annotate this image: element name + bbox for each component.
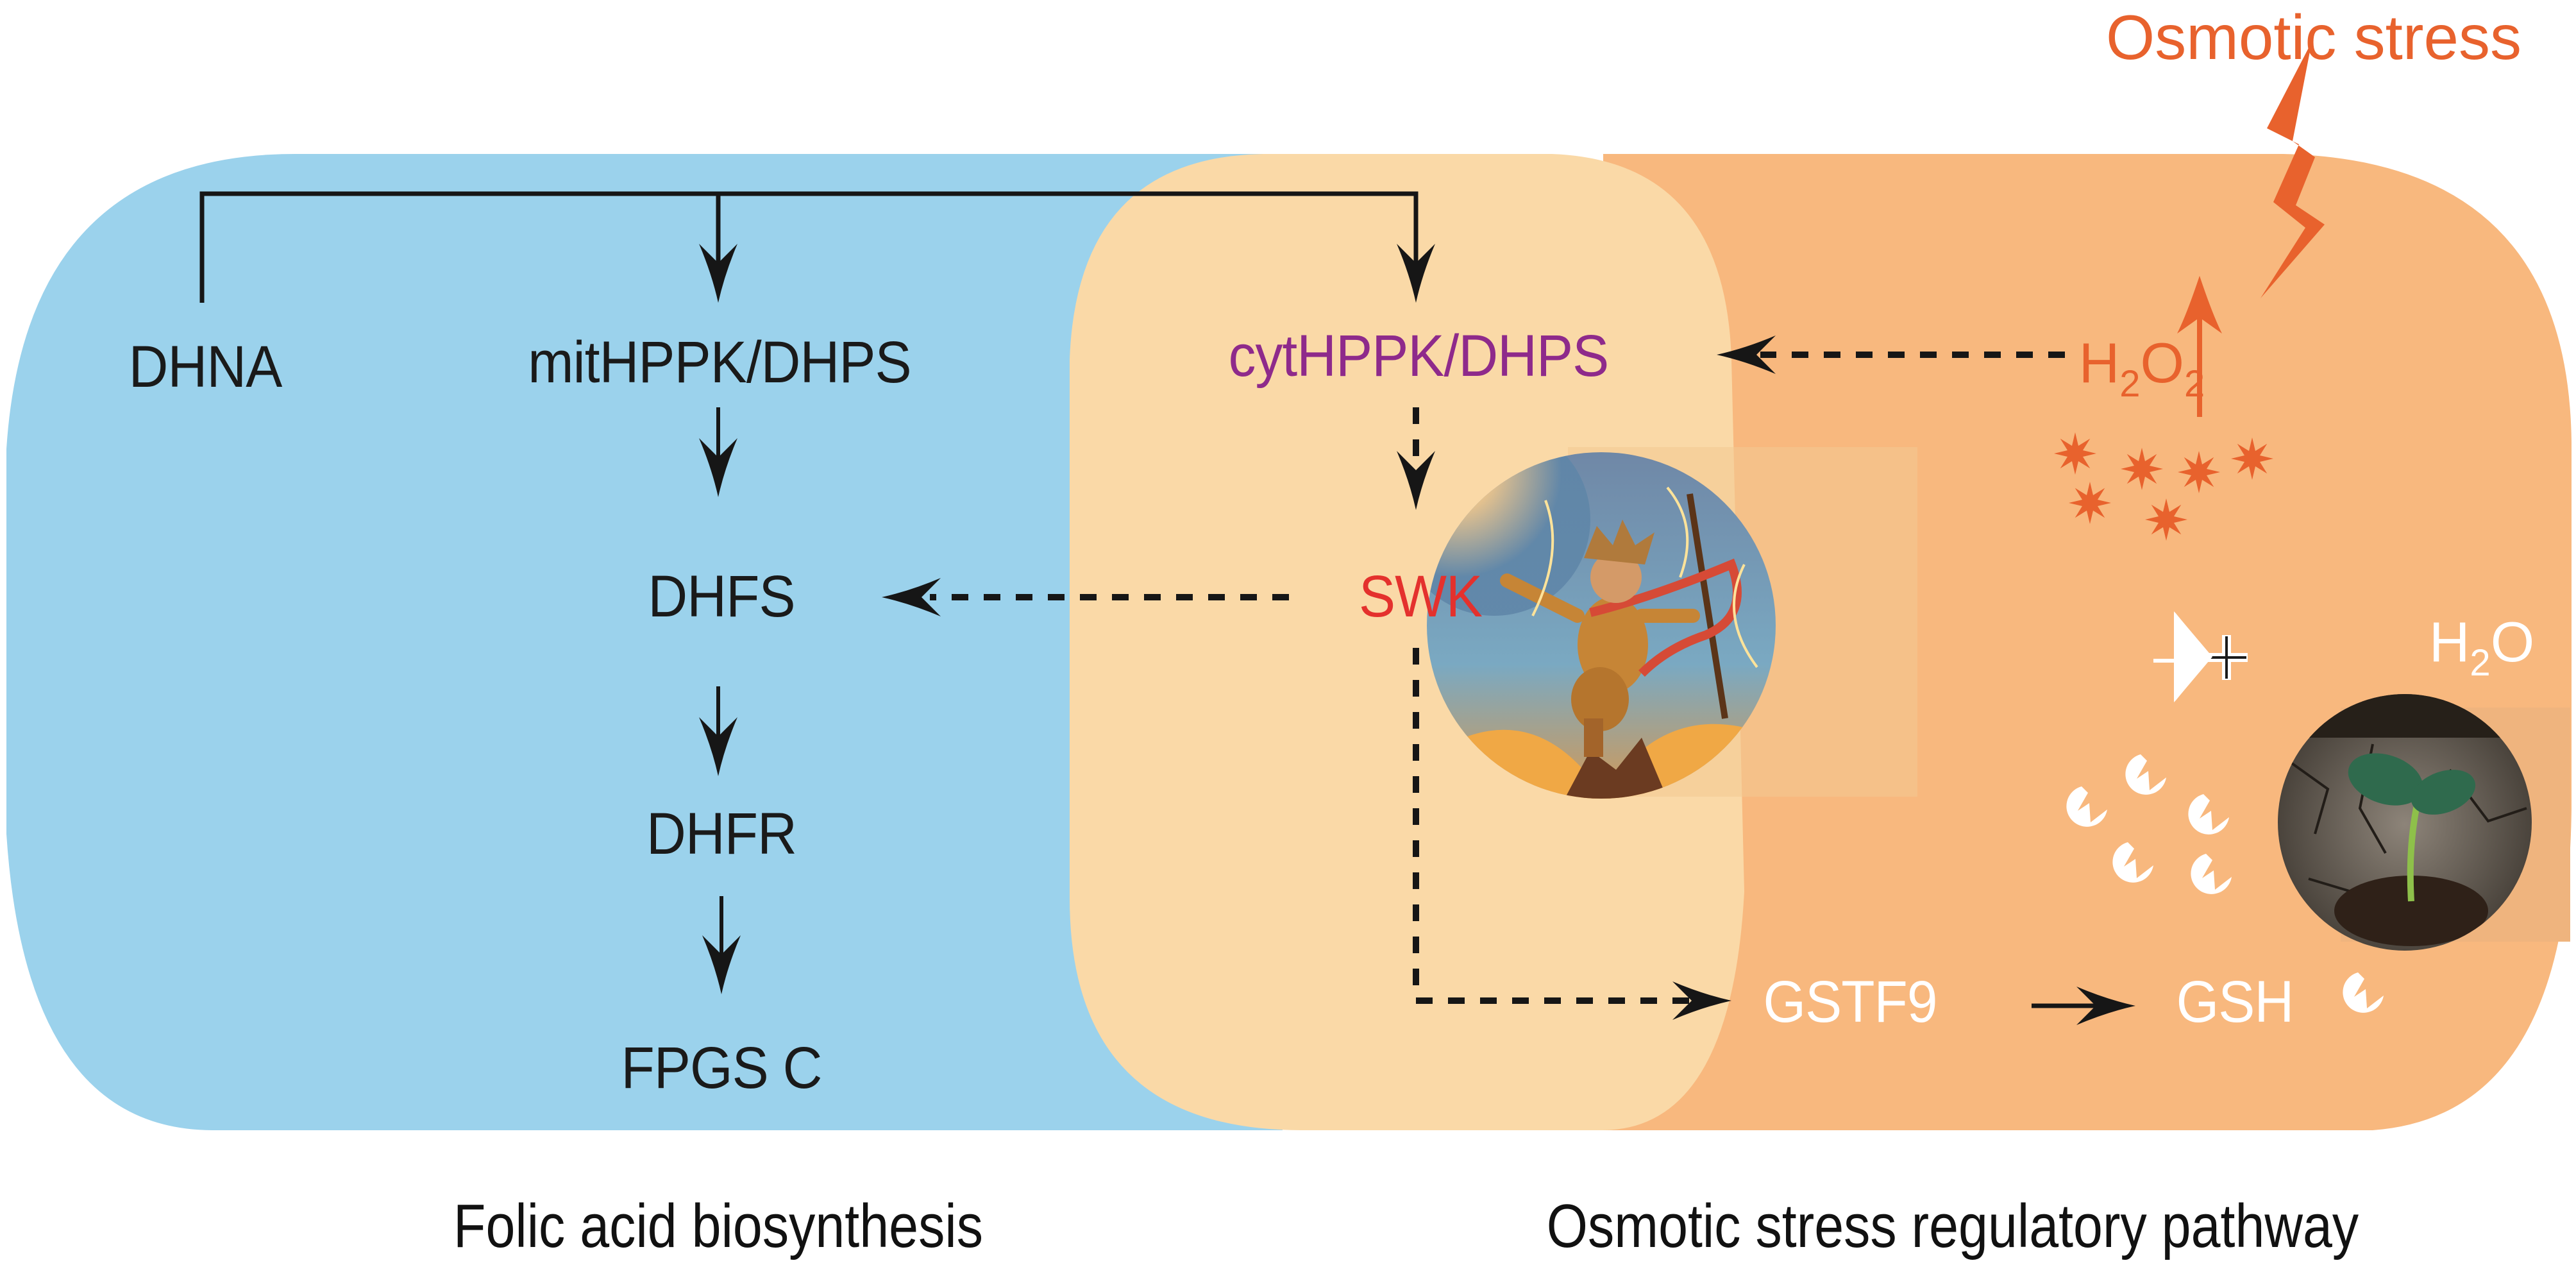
to-h2o-arrow-head-fill [2175, 613, 2211, 701]
caption-folic-acid: Folic acid biosynthesis [410, 1196, 1026, 1257]
h2o-label: H2O [2429, 614, 2534, 682]
top-branch-connector [199, 191, 1418, 303]
node-fpgs-c: FPGS C [621, 1035, 823, 1101]
h2o-o: O [2490, 610, 2535, 674]
node-dhfr: DHFR [646, 801, 797, 867]
arrowhead-to-swk [1397, 451, 1435, 510]
arrowhead-to-gstf9 [1672, 981, 1731, 1020]
arrowhead-h2o2-to-cyt [1717, 335, 1776, 374]
node-dhna: DHNA [128, 334, 283, 400]
enzyme-icon [2188, 794, 2229, 835]
arrowhead-to-gsh [2076, 987, 2135, 1025]
node-dhfs: DHFS [648, 564, 795, 629]
lightning-bolt-icon [2260, 42, 2325, 298]
enzyme-icon [2191, 854, 2232, 894]
enzyme-icons [2066, 754, 2384, 1013]
enzyme-icon [2066, 786, 2107, 827]
h2o2-up-arrow-head [2177, 276, 2222, 334]
ros-stars [2054, 432, 2273, 541]
node-mithppk-dhps: mitHPPK/DHPS [528, 330, 911, 395]
enzyme-icon [2343, 972, 2384, 1013]
node-swk: SWK [1358, 564, 1483, 629]
h2o2-h: H [2078, 331, 2120, 394]
ros-star-icon [2178, 451, 2220, 493]
osmotic-stress-label: Osmotic stress [2106, 2, 2521, 72]
h2o2-label: H2O2 [2079, 335, 2205, 403]
node-gstf9: GSTF9 [1763, 969, 1937, 1035]
ros-star-icon [2121, 448, 2163, 490]
h2o-sub: 2 [2470, 642, 2491, 684]
arrowhead-to-cythppk [1397, 244, 1435, 303]
caption-folic-acid-text: Folic acid biosynthesis [453, 1192, 983, 1260]
folate-column-stems [716, 407, 723, 969]
region-folate-blue [6, 154, 1283, 1130]
seedling-photo [2278, 694, 2570, 951]
h2o2-o: O [2140, 331, 2185, 394]
monkey-illustration [1427, 447, 1917, 799]
ros-star-icon [2054, 432, 2096, 475]
enzyme-icon [2112, 842, 2153, 883]
caption-osmotic-pathway: Osmotic stress regulatory pathway [1481, 1196, 2425, 1257]
plus-sign-icon [2206, 635, 2248, 680]
enzyme-icon [2125, 754, 2166, 795]
region-shared-cream [1070, 154, 1744, 1130]
h2o2-sub2: 2 [2184, 363, 2205, 405]
h2o2-sub1: 2 [2119, 363, 2141, 405]
node-gsh: GSH [2176, 969, 2294, 1035]
h2o-h: H [2429, 610, 2470, 674]
ros-star-icon [2145, 498, 2187, 541]
arrowhead-swk-to-dhfs [882, 578, 941, 616]
ros-star-icon [2069, 482, 2111, 524]
dashed-swk-to-gstf9 [1413, 648, 1696, 1004]
arrowhead-to-mithppk [699, 244, 737, 303]
dashed-connectors [930, 352, 2065, 1004]
ros-star-icon [2231, 437, 2273, 480]
node-cythppk-dhps: cytHPPK/DHPS [1228, 323, 1610, 389]
caption-osmotic-pathway-text: Osmotic stress regulatory pathway [1546, 1192, 2359, 1260]
